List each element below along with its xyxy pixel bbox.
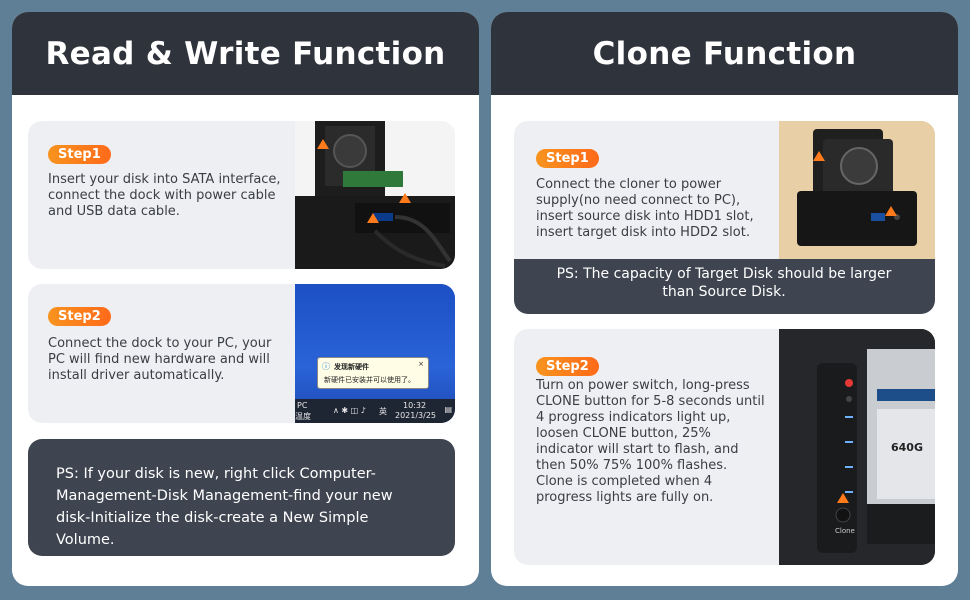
clone-step1-badge: Step1 bbox=[536, 149, 599, 168]
clone-ps-box: PS: The capacity of Target Disk should b… bbox=[514, 259, 935, 314]
clone-button-closeup-photo: 640G Clone bbox=[779, 329, 935, 565]
clone-ps-text: PS: The capacity of Target Disk should b… bbox=[556, 266, 892, 300]
rw-step2-badge: Step2 bbox=[48, 307, 111, 326]
clone-step2-card: Step2 Turn on power switch, long-press C… bbox=[514, 329, 935, 565]
rw-step1-text: Insert your disk into SATA interface, co… bbox=[48, 172, 281, 219]
taskbar-language[interactable]: 英 bbox=[379, 407, 387, 416]
dock-with-cables-photo bbox=[295, 121, 455, 269]
clone-step2-text: Turn on power switch, long-press CLONE b… bbox=[536, 378, 765, 505]
rw-step1-badge: Step1 bbox=[48, 145, 111, 164]
taskbar-date[interactable]: 2021/3/25 bbox=[395, 411, 437, 420]
clone-step1-text: Connect the cloner to power supply(no ne… bbox=[536, 177, 754, 240]
tray-icons: ∧ ✱ ◫ ♪ bbox=[333, 406, 366, 415]
info-icon: ⓘ bbox=[322, 362, 330, 371]
clone-step2-badge: Step2 bbox=[536, 357, 599, 376]
rw-step2-card: Step2 Connect the dock to your PC, your … bbox=[28, 284, 455, 423]
read-write-panel: Read & Write Function Step1 Insert your … bbox=[12, 12, 479, 586]
popup-title: 发现新硬件 bbox=[334, 363, 369, 371]
disk-capacity-label: 640G bbox=[891, 441, 923, 454]
cloner-dock-photo bbox=[779, 121, 935, 259]
windows-desktop-screenshot: ⓘ 发现新硬件 × 新硬件已安装并可以使用了。 PC 温度 ∧ ✱ ◫ ♪ 英 … bbox=[295, 284, 455, 423]
rw-ps-text: PS: If your disk is new, right click Com… bbox=[56, 466, 393, 548]
new-hardware-popup: ⓘ 发现新硬件 × 新硬件已安装并可以使用了。 bbox=[317, 357, 429, 389]
clone-button-label: Clone bbox=[835, 527, 855, 535]
taskbar-time[interactable]: 10:32 bbox=[403, 401, 427, 410]
rw-ps-box: PS: If your disk is new, right click Com… bbox=[28, 439, 455, 556]
taskbar-pc-label: PC bbox=[297, 401, 308, 410]
popup-close-icon[interactable]: × bbox=[418, 360, 424, 368]
rw-step2-text: Connect the dock to your PC, your PC wil… bbox=[48, 336, 272, 383]
clone-panel: Clone Function Step1 Connect the cloner … bbox=[491, 12, 958, 586]
rw-step1-card: Step1 Insert your disk into SATA interfa… bbox=[28, 121, 455, 269]
clone-title: Clone Function bbox=[491, 12, 958, 95]
taskbar-weather-label: 温度 bbox=[295, 412, 311, 421]
notification-icon[interactable]: ▤ bbox=[444, 405, 452, 414]
popup-body: 新硬件已安装并可以使用了。 bbox=[324, 376, 415, 384]
taskbar: PC 温度 ∧ ✱ ◫ ♪ 英 10:32 2021/3/25 ▤ bbox=[295, 399, 455, 423]
read-write-title: Read & Write Function bbox=[12, 12, 479, 95]
clone-step1-card: Step1 Connect the cloner to power supply… bbox=[514, 121, 935, 314]
